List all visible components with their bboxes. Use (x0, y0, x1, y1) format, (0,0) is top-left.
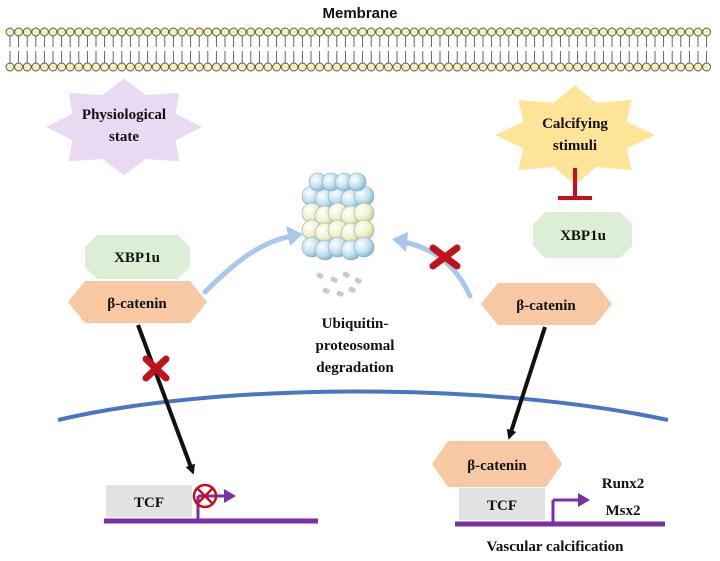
beta-catenin-right-label: β-catenin (516, 298, 576, 314)
tcf-right: TCF (459, 488, 545, 520)
beta-catenin-left-shape (68, 281, 207, 323)
proteasome-icon (301, 172, 375, 297)
physiological-state-star: Physiological state (46, 78, 202, 176)
degradation-label-line3: degradation (316, 360, 394, 376)
arrow-left-blocked (136, 324, 195, 475)
blue-arrow-right (392, 232, 473, 299)
physiological-label-line2: state (109, 129, 139, 145)
xbp1u-left-shape (85, 235, 190, 279)
gene-msx2-label: Msx2 (606, 503, 641, 519)
calcifying-label-line2: stimuli (553, 138, 597, 154)
tcf-left: TCF (106, 485, 192, 517)
xbp1u-right-label: XBP1u (560, 228, 606, 244)
xbp1u-left: XBP1u (85, 235, 190, 279)
beta-catenin-left: β-catenin (68, 281, 207, 323)
beta-catenin-left-label: β-catenin (107, 296, 167, 312)
outcome-label: Vascular calcification (486, 539, 624, 555)
beta-catenin-right-shape (481, 283, 612, 325)
physiological-label-line1: Physiological (82, 107, 166, 123)
membrane-label: Membrane (322, 5, 397, 22)
blue-arrow-left (202, 226, 303, 295)
promoter-right-active (551, 493, 590, 522)
xbp1u-left-label: XBP1u (114, 250, 160, 266)
calcifying-star-shape (495, 85, 655, 185)
block-x-left (142, 355, 170, 382)
promoter-left-blocked (192, 483, 236, 519)
nuclear-envelope (57, 389, 669, 422)
beta-catenin-nuclear-shape (432, 441, 562, 487)
inhibition-bar (558, 168, 592, 200)
arrow-right-nuclear (506, 326, 547, 440)
degradation-label-line2: proteosomal (316, 338, 395, 354)
membrane-bilayer (5, 27, 712, 72)
tcf-left-label: TCF (134, 495, 164, 511)
beta-catenin-right: β-catenin (481, 283, 612, 325)
gene-runx2-label: Runx2 (602, 476, 645, 492)
physiological-star-shape (46, 78, 202, 176)
xbp1u-right-shape (533, 212, 632, 258)
tcf-right-label: TCF (487, 498, 517, 514)
xbp1u-right: XBP1u (533, 212, 632, 258)
calcifying-label-line1: Calcifying (542, 116, 608, 132)
block-x-right (429, 244, 461, 270)
beta-catenin-nuclear: β-catenin (432, 441, 562, 487)
degradation-label-line1: Ubiquitin- (322, 316, 389, 332)
beta-catenin-nuclear-label: β-catenin (467, 458, 527, 474)
calcifying-stimuli-star: Calcifying stimuli (495, 85, 655, 185)
